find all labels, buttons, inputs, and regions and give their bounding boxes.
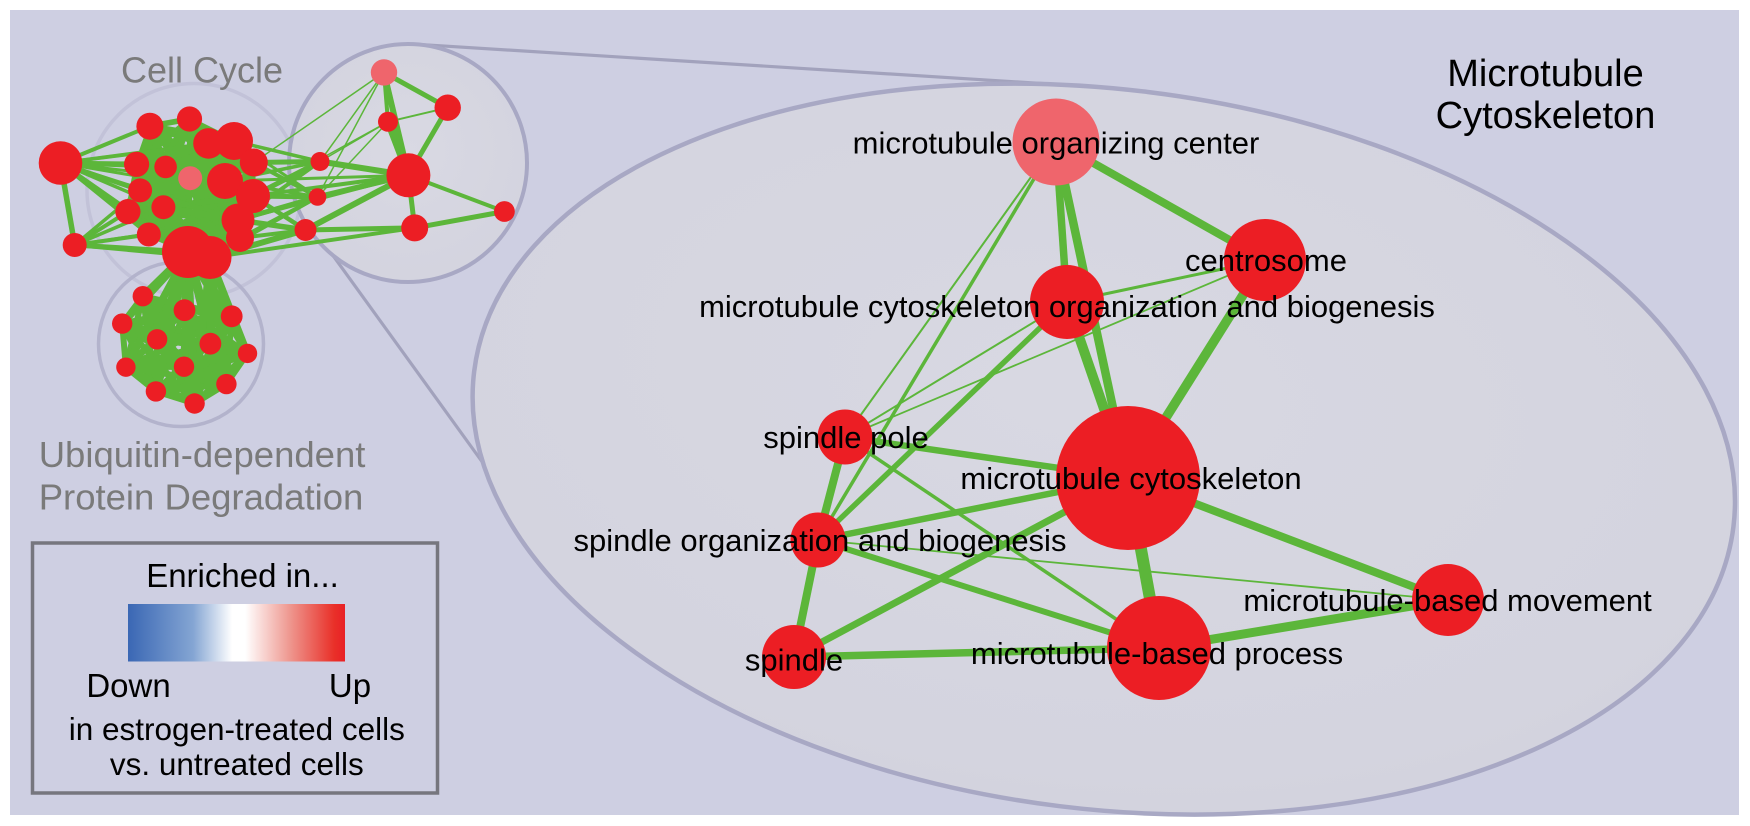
svg-text:spindle pole: spindle pole (763, 420, 928, 455)
svg-text:Ubiquitin-dependent: Ubiquitin-dependent (39, 434, 366, 475)
svg-text:Up: Up (329, 667, 371, 704)
svg-text:Protein Degradation: Protein Degradation (39, 477, 364, 518)
svg-text:in estrogen-treated cells: in estrogen-treated cells (69, 711, 405, 747)
svg-text:microtubule cytoskeleton: microtubule cytoskeleton (960, 461, 1301, 496)
svg-text:Microtubule: Microtubule (1447, 53, 1643, 95)
svg-text:Down: Down (86, 667, 170, 704)
svg-text:spindle: spindle (745, 643, 843, 678)
svg-text:microtubule cytoskeleton organ: microtubule cytoskeleton organization an… (699, 289, 1435, 324)
svg-text:Cell Cycle: Cell Cycle (121, 50, 283, 91)
svg-text:centrosome: centrosome (1185, 243, 1347, 278)
svg-text:Cytoskeleton: Cytoskeleton (1436, 95, 1656, 137)
svg-text:vs. untreated cells: vs. untreated cells (110, 746, 364, 782)
svg-text:microtubule-based movement: microtubule-based movement (1243, 583, 1652, 618)
svg-text:Enriched in...: Enriched in... (146, 557, 339, 594)
svg-text:microtubule organizing center: microtubule organizing center (853, 126, 1260, 161)
svg-text:spindle organization and bioge: spindle organization and biogenesis (574, 523, 1067, 558)
svg-text:microtubule-based process: microtubule-based process (971, 636, 1343, 671)
